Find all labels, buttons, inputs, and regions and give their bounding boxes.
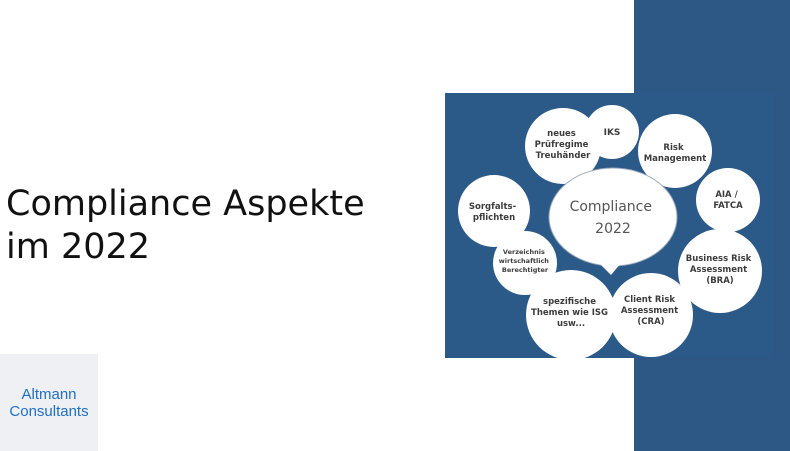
compliance-bubble-graphic: Compliance 2022 neues Prüfregime Treuhän… — [445, 93, 774, 358]
label-risk-management: Risk Management — [644, 143, 707, 164]
label-spezifische-themen: spezifische Themen wie ISG usw... — [531, 297, 611, 329]
logo-line-2: Consultants — [9, 403, 89, 420]
center-line-2: 2022 — [595, 221, 631, 237]
bubble-aia-fatca — [696, 168, 760, 232]
company-logo: Altmann Consultants — [0, 354, 98, 451]
bubble-diagram: Compliance 2022 neues Prüfregime Treuhän… — [458, 105, 762, 358]
label-client-risk: Client Risk Assessment (CRA) — [621, 295, 681, 327]
center-line-1: Compliance — [570, 199, 652, 215]
slide-title-line-1: Compliance Aspekte — [6, 184, 365, 224]
center-speech-bubble — [548, 167, 678, 275]
slide-title: Compliance Aspekte im 2022 — [6, 183, 436, 269]
logo-line-1: Altmann — [21, 386, 77, 403]
bubble-risk-management — [638, 114, 712, 188]
bubble-spezifische-themen — [526, 270, 616, 358]
bubble-verzeichnis — [493, 231, 557, 295]
label-business-risk: Business Risk Assessment (BRA) — [686, 254, 755, 286]
bubble-sorgfaltspflichten — [458, 175, 530, 247]
label-aia-fatca: AIA / FATCA — [713, 190, 743, 211]
slide-title-line-2: im 2022 — [6, 227, 151, 267]
label-iks: IKS — [604, 128, 621, 138]
logo-text: Altmann Consultants — [0, 386, 98, 420]
bubble-business-risk — [678, 229, 762, 313]
label-sorgfaltspflichten: Sorgfalts- pflichten — [469, 202, 519, 223]
bubble-neues-pruefregime — [525, 108, 601, 184]
center-label: Compliance 2022 — [570, 199, 657, 237]
bubble-iks — [585, 105, 639, 159]
bubble-client-risk — [609, 273, 693, 357]
label-neues-pruefregime: neues Prüfregime Treuhänder — [535, 129, 592, 161]
label-verzeichnis: Verzeichnis wirtschaftlich Berechtigter — [499, 248, 551, 274]
